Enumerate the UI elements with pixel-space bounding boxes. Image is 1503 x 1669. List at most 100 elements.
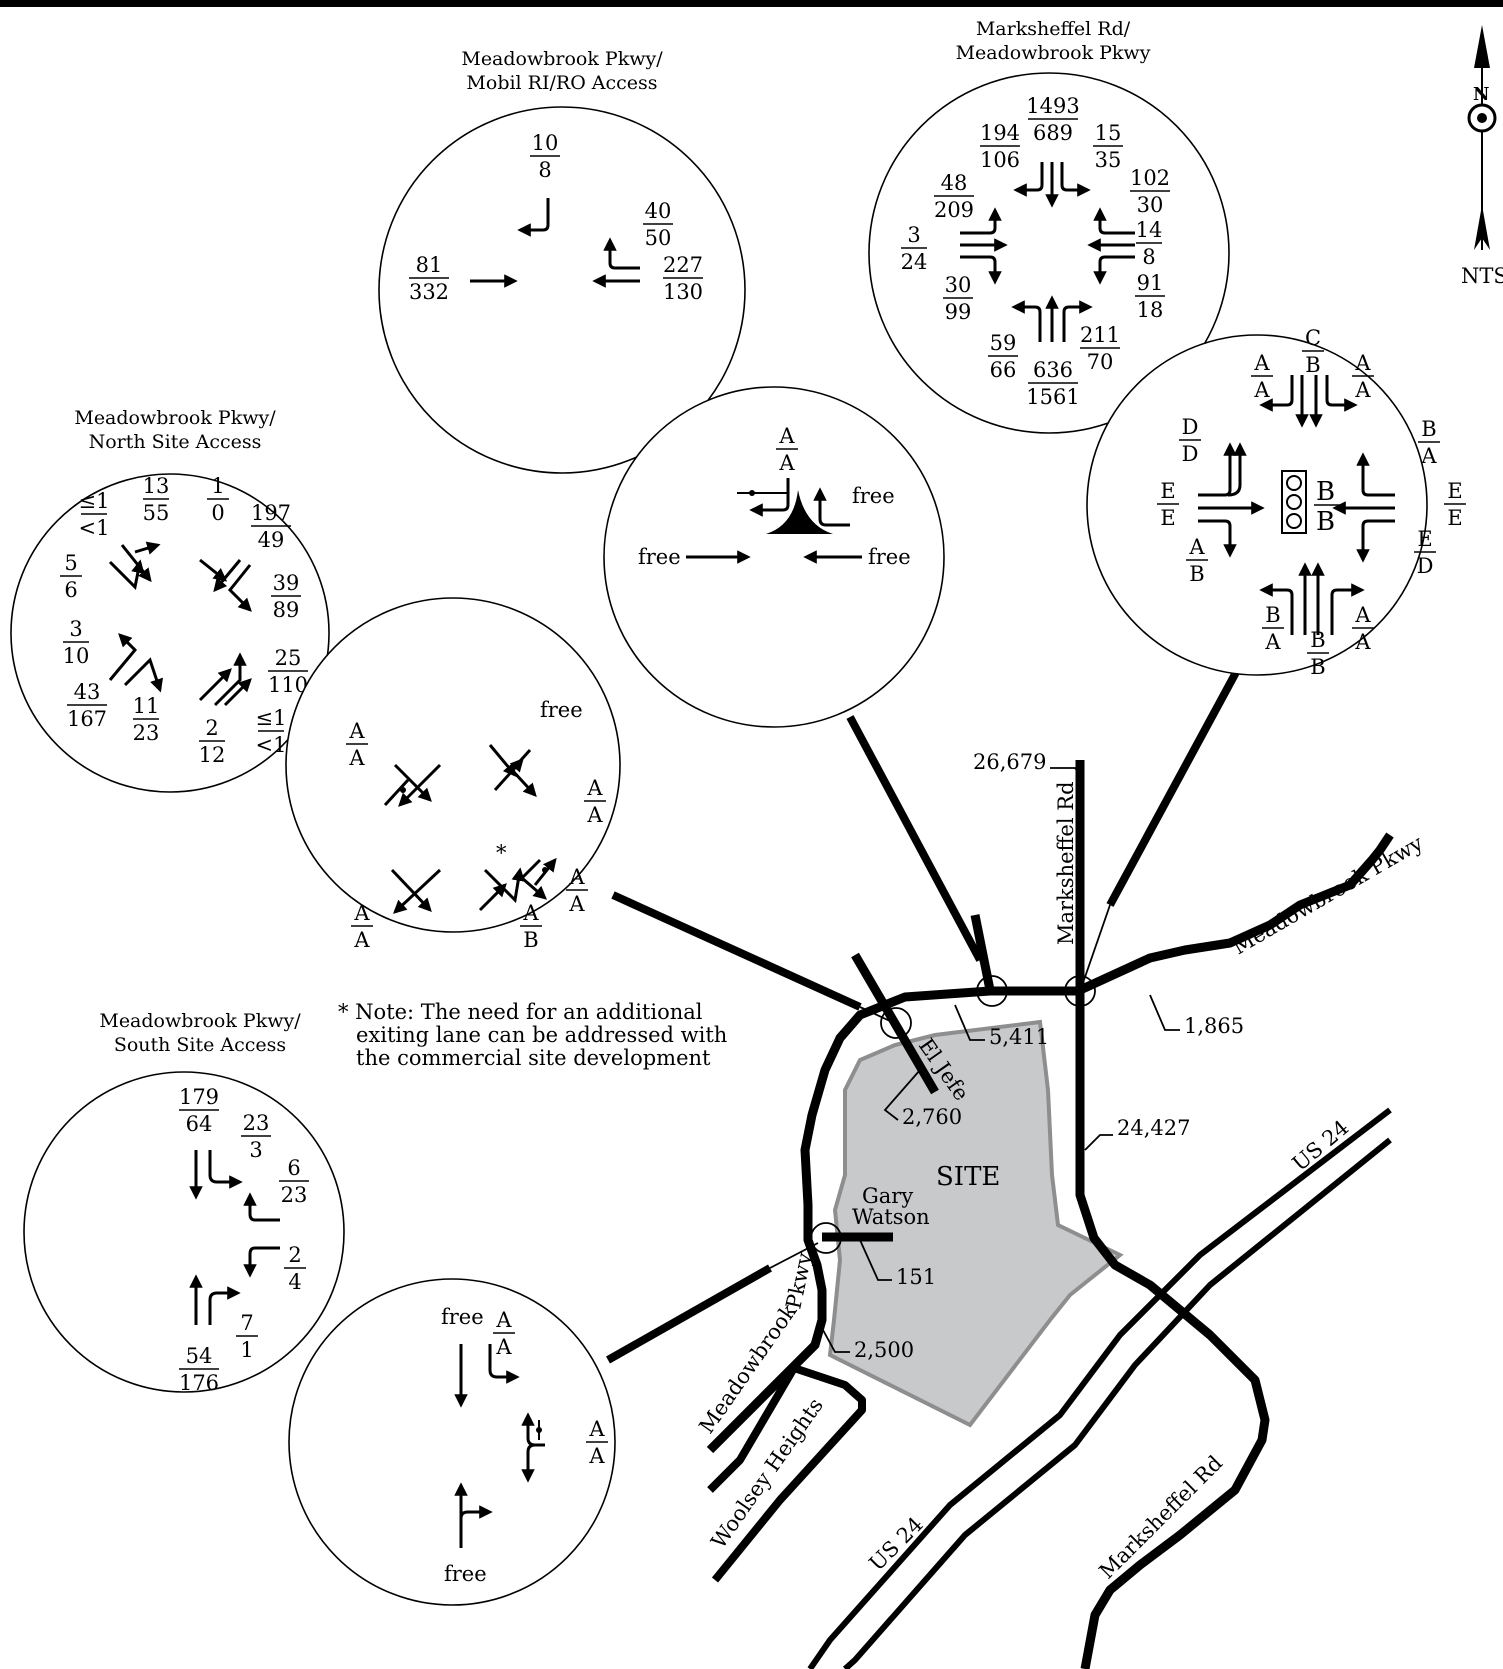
svg-text:3: 3 — [907, 223, 920, 247]
volume-el-jefe: 2,760 — [902, 1105, 962, 1129]
svg-text:A: A — [1354, 378, 1371, 402]
volume-meadowbrook-mid: 5,411 — [989, 1025, 1049, 1049]
note-line-2: exiting lane can be addressed with — [356, 1023, 727, 1047]
volume-meadowbrook-east: 1,865 — [1184, 1014, 1244, 1038]
svg-text:A: A — [522, 901, 539, 925]
label-gary-watson-1: Gary — [862, 1184, 913, 1208]
svg-text:A: A — [348, 719, 365, 743]
north-arrow-icon: N — [1467, 25, 1497, 250]
svg-text:24: 24 — [901, 250, 928, 274]
woolsey-heights — [711, 1364, 866, 1583]
svg-text:D: D — [1417, 554, 1434, 578]
svg-text:1: 1 — [211, 474, 224, 498]
svg-text:<1: <1 — [256, 733, 287, 757]
svg-text:89: 89 — [273, 598, 300, 622]
svg-text:B: B — [523, 928, 538, 952]
svg-text:91: 91 — [1137, 271, 1164, 295]
svg-text:E: E — [1417, 527, 1432, 551]
svg-text:0: 0 — [211, 501, 224, 525]
svg-text:A: A — [778, 424, 795, 448]
svg-text:2: 2 — [205, 716, 218, 740]
road-network — [606, 663, 1394, 1669]
marksheffel-rd — [1075, 760, 1270, 1669]
svg-text:A: A — [1264, 630, 1281, 654]
svg-text:B: B — [1189, 562, 1204, 586]
svg-text:14: 14 — [1136, 218, 1163, 242]
svg-text:E: E — [1447, 479, 1462, 503]
svg-text:3: 3 — [249, 1138, 262, 1162]
svg-text:102: 102 — [1130, 166, 1170, 190]
svg-text:D: D — [1182, 442, 1199, 466]
svg-text:free: free — [444, 1562, 487, 1586]
svg-text:6: 6 — [287, 1156, 300, 1180]
svg-text:13: 13 — [143, 474, 170, 498]
svg-text:6: 6 — [64, 578, 77, 602]
svg-text:30: 30 — [1137, 193, 1164, 217]
title-north-site-2: North Site Access — [89, 431, 262, 453]
callout-marksheffel-los: CB AA AA DD EE AB BA EE ED BA BB AA B B — [1086, 326, 1466, 679]
svg-text:99: 99 — [945, 300, 972, 324]
svg-text:A: A — [353, 928, 370, 952]
svg-text:B: B — [1310, 655, 1325, 679]
north-arrow-label: NTS — [1461, 264, 1503, 288]
top-border — [0, 0, 1503, 7]
title-south-site-1: Meadowbrook Pkwy/ — [99, 1010, 301, 1032]
svg-text:130: 130 — [663, 280, 703, 304]
callout-mobil-volumes: Meadowbrook Pkwy/ Mobil RI/RO Access 108… — [378, 48, 746, 474]
svg-text:12: 12 — [199, 743, 226, 767]
svg-text:211: 211 — [1080, 323, 1120, 347]
svg-text:110: 110 — [268, 673, 308, 697]
note-line-3: the commercial site development — [356, 1046, 711, 1070]
svg-text:free: free — [638, 545, 681, 569]
svg-text:*: * — [496, 841, 507, 865]
svg-text:A: A — [778, 451, 795, 475]
svg-text:15: 15 — [1095, 121, 1122, 145]
svg-text:8: 8 — [1142, 245, 1155, 269]
note-line-1: * Note: The need for an additional — [338, 1000, 703, 1024]
svg-text:free: free — [852, 484, 895, 508]
title-south-site-2: South Site Access — [114, 1034, 286, 1056]
svg-text:E: E — [1160, 506, 1175, 530]
svg-text:free: free — [868, 545, 911, 569]
svg-text:A: A — [348, 746, 365, 770]
svg-text:636: 636 — [1033, 358, 1073, 382]
svg-text:1493: 1493 — [1026, 94, 1079, 118]
svg-text:66: 66 — [990, 358, 1017, 382]
volume-marksheffel-north: 26,679 — [973, 750, 1046, 774]
svg-text:55: 55 — [143, 501, 170, 525]
svg-text:49: 49 — [258, 528, 285, 552]
svg-text:A: A — [1253, 378, 1270, 402]
svg-text:50: 50 — [645, 226, 672, 250]
callout-north-site-volumes: Meadowbrook Pkwy/ North Site Access ≤1<1… — [10, 407, 330, 793]
svg-text:B: B — [1421, 417, 1436, 441]
svg-text:free: free — [441, 1305, 484, 1329]
svg-text:40: 40 — [645, 199, 672, 223]
svg-text:A: A — [1354, 351, 1371, 375]
svg-text:A: A — [586, 803, 603, 827]
svg-text:332: 332 — [409, 280, 449, 304]
svg-text:8: 8 — [538, 158, 551, 182]
el-jefe-rd — [851, 952, 939, 1095]
title-mobil-1: Meadowbrook Pkwy/ — [461, 48, 663, 70]
svg-text:A: A — [495, 1308, 512, 1332]
svg-text:B: B — [1265, 603, 1280, 627]
svg-text:1: 1 — [240, 1338, 253, 1362]
svg-text:64: 64 — [186, 1112, 213, 1136]
svg-text:B: B — [1316, 477, 1335, 507]
svg-text:25: 25 — [275, 646, 302, 670]
svg-text:106: 106 — [980, 148, 1020, 172]
label-gary-watson-2: Watson — [852, 1205, 930, 1229]
svg-text:B: B — [1316, 507, 1335, 537]
svg-text:A: A — [1354, 630, 1371, 654]
svg-text:A: A — [1420, 444, 1437, 468]
svg-text:B: B — [1310, 628, 1325, 652]
svg-text:free: free — [540, 698, 583, 722]
site-parcel — [827, 1019, 1124, 1428]
svg-text:689: 689 — [1033, 121, 1073, 145]
title-marksheffel-1: Marksheffel Rd/ — [976, 18, 1131, 40]
svg-text:43: 43 — [74, 680, 101, 704]
svg-text:N: N — [1473, 84, 1489, 105]
svg-text:A: A — [568, 865, 585, 889]
callout-marksheffel-volumes: Marksheffel Rd/ Meadowbrook Pkwy 1493689… — [868, 18, 1230, 434]
